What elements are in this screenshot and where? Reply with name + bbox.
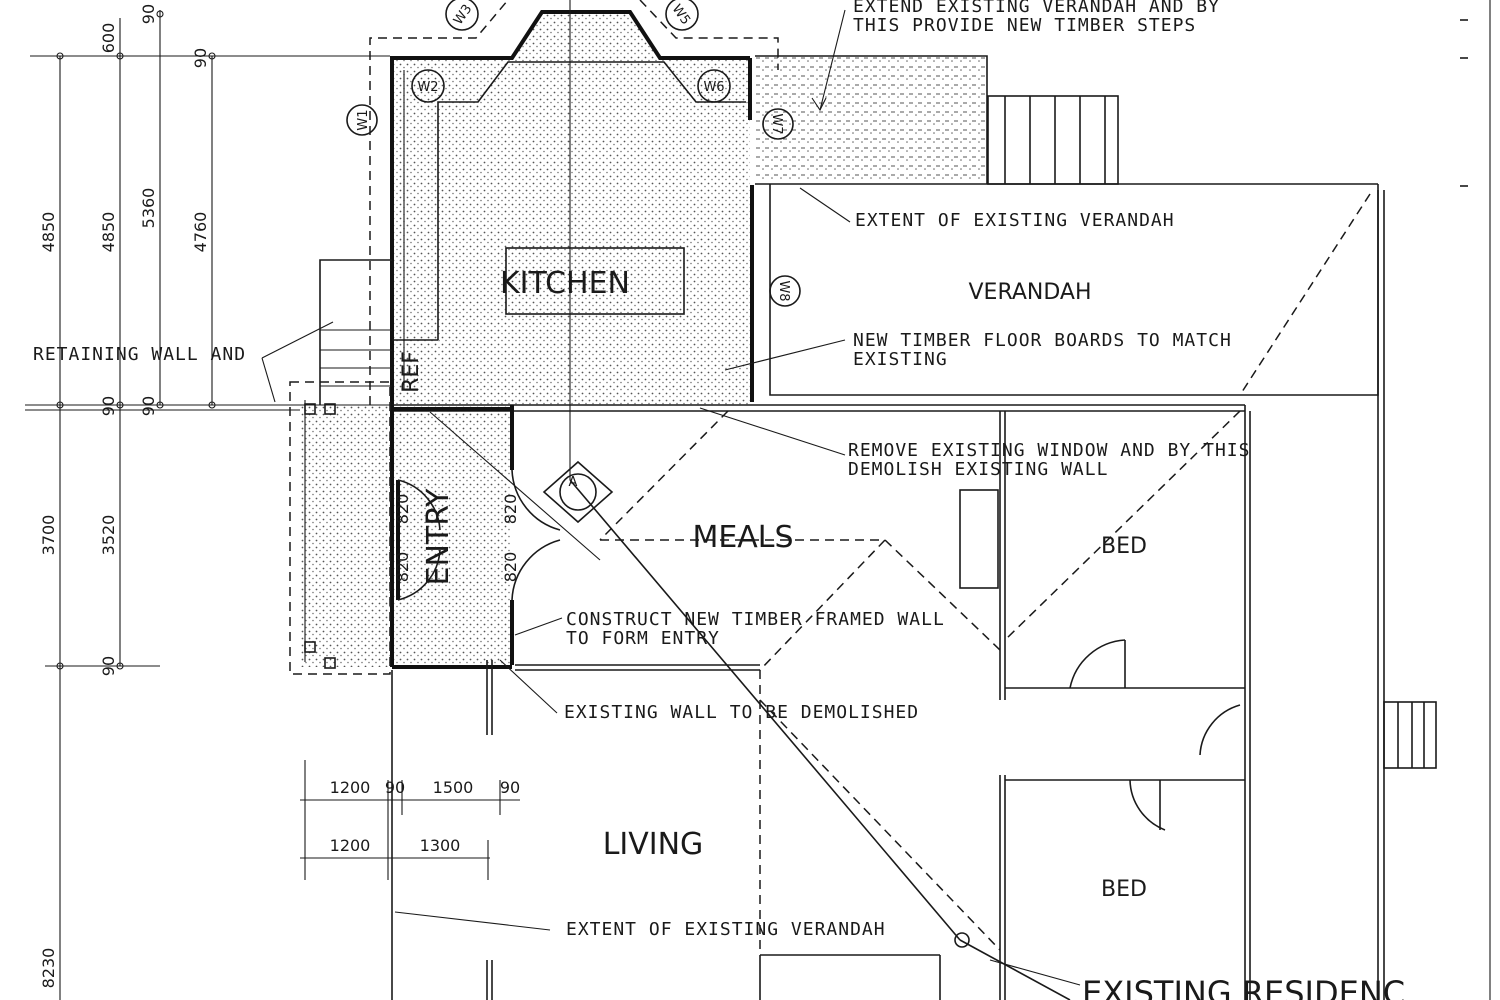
dimension-texts: 4850 3700 8230 600 4850 90 3520 90 90 53… <box>39 4 520 989</box>
edge-marks <box>1460 0 1491 1000</box>
note-extent-verandah-top: EXTENT OF EXISTING VERANDAH <box>855 210 1175 231</box>
svg-text:90: 90 <box>139 396 158 416</box>
window-tag-w8: W8 <box>769 275 801 307</box>
room-label-bed-lower: BED <box>1101 877 1147 902</box>
kitchen-walls <box>390 0 754 480</box>
svg-text:90: 90 <box>191 48 210 68</box>
svg-text:90: 90 <box>500 778 520 797</box>
svg-text:820: 820 <box>393 494 412 525</box>
window-tag-w7: W7 <box>762 108 794 140</box>
svg-text:5360: 5360 <box>139 188 158 229</box>
entry-walls <box>289 381 601 675</box>
side-steps <box>1383 701 1437 769</box>
existing-house-walls <box>392 190 1385 1000</box>
bay-dashed-outline <box>369 0 779 405</box>
existing-verandah-lower <box>391 660 493 1000</box>
svg-text:W3: W3 <box>451 2 475 28</box>
roof-hip-dashes <box>599 410 1241 951</box>
svg-text:W2: W2 <box>417 80 438 95</box>
svg-text:W8: W8 <box>776 280 791 301</box>
window-tag-w5: W5 <box>665 0 699 31</box>
note-extent-verandah-bottom: EXTENT OF EXISTING VERANDAH <box>566 919 886 940</box>
svg-text:90: 90 <box>139 4 158 24</box>
section-marker: A <box>542 460 614 524</box>
svg-text:4760: 4760 <box>191 212 210 253</box>
svg-text:4850: 4850 <box>99 212 118 253</box>
room-label-entry: ENTRY <box>421 488 456 586</box>
svg-text:820: 820 <box>501 552 520 583</box>
window-tag-w3: W3 <box>445 0 479 31</box>
note-extend-verandah-2: THIS PROVIDE NEW TIMBER STEPS <box>853 15 1196 36</box>
svg-text:4850: 4850 <box>39 212 58 253</box>
entry-floor-hatch <box>300 405 510 667</box>
section-cut-line <box>569 479 1071 1000</box>
note-remove-window-2: DEMOLISH EXISTING WALL <box>848 459 1108 480</box>
svg-text:W7: W7 <box>769 113 784 134</box>
svg-text:8230: 8230 <box>39 948 58 989</box>
svg-text:1300: 1300 <box>420 836 461 855</box>
note-construct-wall-1: CONSTRUCT NEW TIMBER FRAMED WALL <box>566 609 945 630</box>
note-remove-window-1: REMOVE EXISTING WINDOW AND BY THIS <box>848 440 1250 461</box>
leader-lines <box>261 9 1081 986</box>
svg-text:90: 90 <box>99 656 118 676</box>
svg-text:3700: 3700 <box>39 515 58 556</box>
note-existing-residence: EXISTING RESIDENC <box>1082 974 1405 1000</box>
svg-text:W1: W1 <box>356 109 371 130</box>
svg-text:1500: 1500 <box>433 778 474 797</box>
svg-text:90: 90 <box>99 396 118 416</box>
svg-text:W6: W6 <box>703 80 724 95</box>
svg-text:1200: 1200 <box>330 836 371 855</box>
verandah-extension <box>755 55 1378 185</box>
window-tag-w6: W6 <box>697 69 731 103</box>
note-extend-verandah-1: EXTEND EXISTING VERANDAH AND BY <box>853 0 1220 17</box>
retaining-steps <box>319 259 392 405</box>
svg-text:600: 600 <box>99 23 118 54</box>
note-floor-boards-2: EXISTING <box>853 349 948 370</box>
room-label-verandah: VERANDAH <box>969 280 1092 305</box>
room-label-living: LIVING <box>603 827 704 862</box>
window-tag-w2: W2 <box>411 69 445 103</box>
room-label-meals: MEALS <box>692 520 793 555</box>
svg-text:90: 90 <box>385 778 405 797</box>
door-swings <box>1069 639 1241 831</box>
room-label-bed-upper: BED <box>1101 534 1147 559</box>
dimension-lines <box>25 10 520 1000</box>
note-floor-boards-1: NEW TIMBER FLOOR BOARDS TO MATCH <box>853 330 1232 351</box>
svg-text:W5: W5 <box>669 2 693 28</box>
svg-text:A: A <box>569 475 578 490</box>
room-label-kitchen: KITCHEN <box>500 266 630 301</box>
svg-text:1200: 1200 <box>330 778 371 797</box>
note-construct-wall-2: TO FORM ENTRY <box>566 628 720 649</box>
svg-text:820: 820 <box>393 552 412 583</box>
room-label-ref: REF <box>399 351 424 393</box>
kitchen-floor-hatch <box>392 12 750 405</box>
window-tag-w1: W1 <box>346 104 378 136</box>
note-retaining-wall: RETAINING WALL AND <box>33 344 246 365</box>
verandah-extension-hatch <box>755 56 987 184</box>
svg-text:3520: 3520 <box>99 515 118 556</box>
note-existing-wall-demolished: EXISTING WALL TO BE DEMOLISHED <box>564 702 919 723</box>
svg-text:820: 820 <box>501 494 520 525</box>
